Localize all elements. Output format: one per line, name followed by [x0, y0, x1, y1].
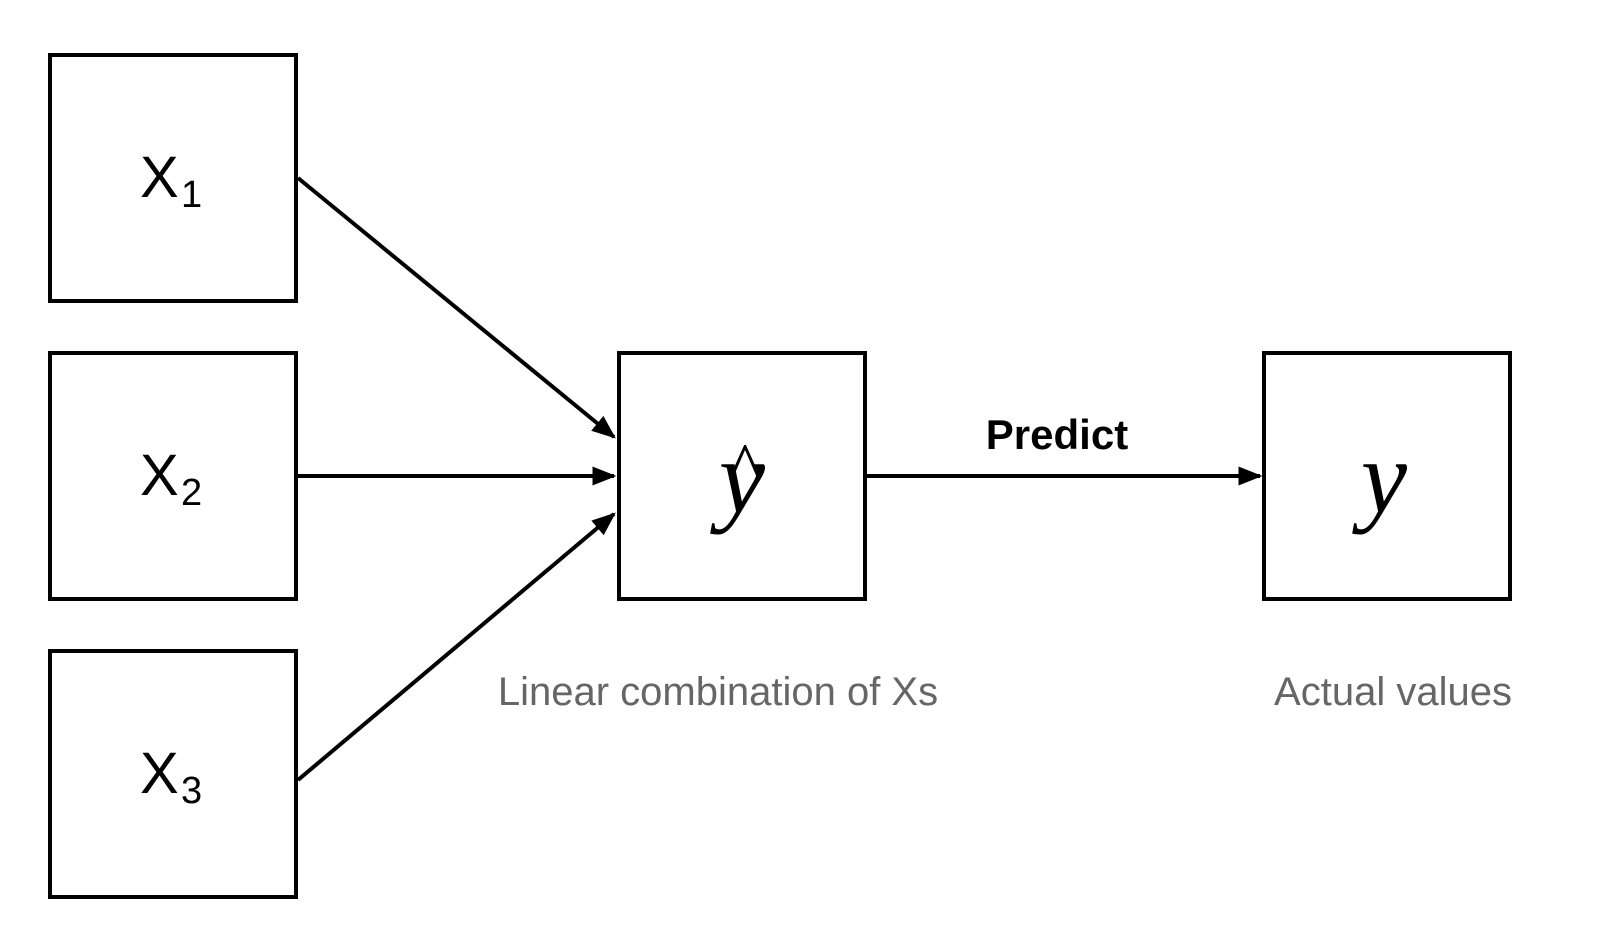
prediction-hat-accent: ^: [728, 428, 762, 508]
input-x2-label: X: [140, 443, 179, 508]
prediction-symbol: y: [710, 420, 766, 535]
prediction-node: y ^: [617, 351, 867, 601]
actual-caption: Actual values: [1274, 670, 1512, 714]
edge-x1-to-prediction: [296, 176, 616, 439]
input-x2-subscript: 2: [181, 472, 202, 514]
prediction-caption: Linear combination of Xs: [498, 670, 938, 714]
input-x3-label: X: [140, 741, 179, 806]
input-x3-subscript: 3: [181, 770, 202, 812]
input-node-x1: X 1: [48, 53, 298, 303]
edge-x3-to-prediction: [296, 512, 616, 782]
actual-symbol: y: [1352, 420, 1408, 535]
input-x1-subscript: 1: [181, 174, 202, 216]
input-x1-label: X: [140, 145, 179, 210]
input-node-x2: X 2: [48, 351, 298, 601]
predict-edge-label: Predict: [986, 411, 1128, 458]
actual-node: y: [1262, 351, 1512, 601]
input-node-x3: X 3: [48, 649, 298, 899]
